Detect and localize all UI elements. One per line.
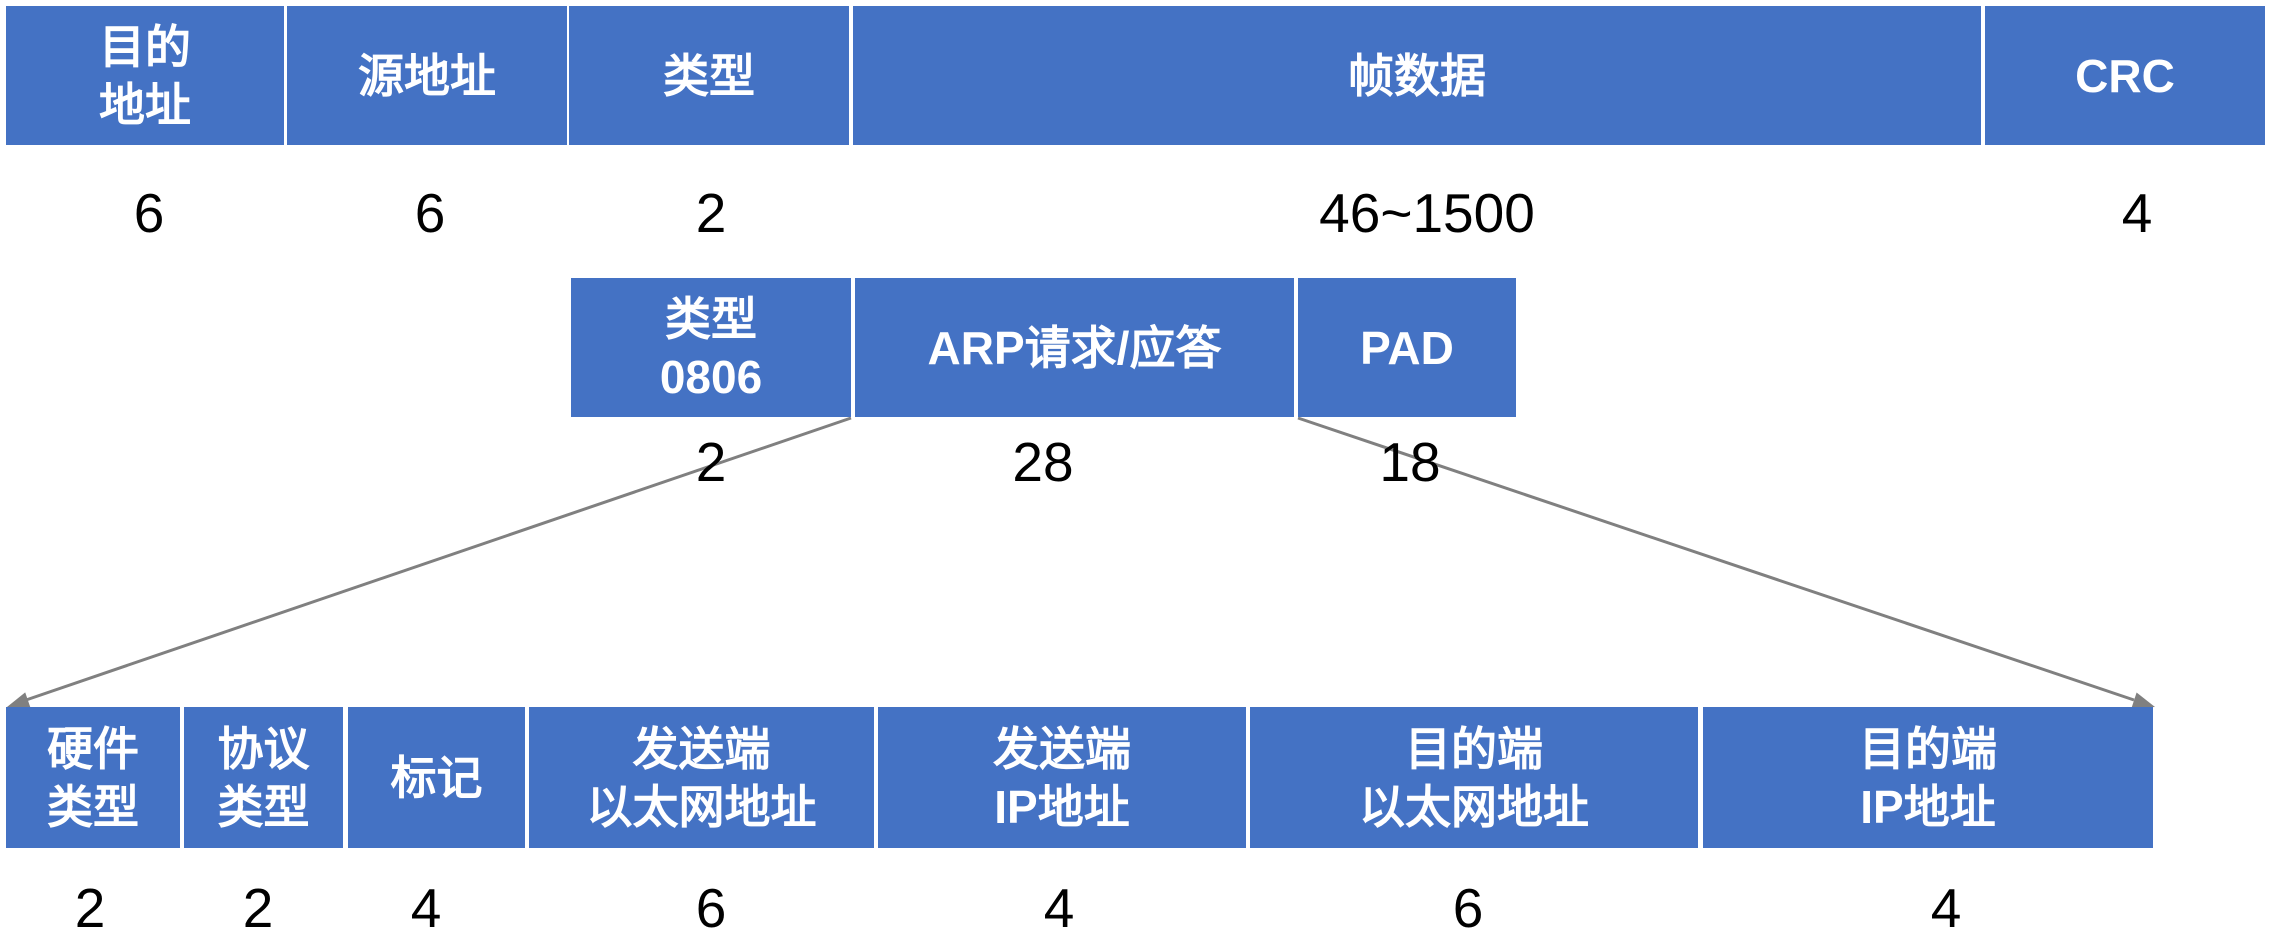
size-pad: 18 xyxy=(1379,431,1441,493)
size-destination-address: 6 xyxy=(133,182,165,244)
field-label-line: 硬件 xyxy=(47,722,139,775)
size-hardware-type: 2 xyxy=(74,877,106,939)
field-hardware-type: 硬件 类型 xyxy=(6,707,180,848)
field-label-line: 协议 xyxy=(217,722,310,775)
size-crc: 4 xyxy=(2121,182,2153,244)
size-flag: 4 xyxy=(410,877,442,939)
field-label-line: 地址 xyxy=(99,78,191,131)
field-sender-ip-address: 发送端 IP地址 xyxy=(878,707,1246,848)
field-protocol-type: 协议 类型 xyxy=(184,707,343,848)
field-label-line: PAD xyxy=(1360,321,1454,374)
field-pad: PAD xyxy=(1298,278,1516,417)
size-arp-request-reply: 28 xyxy=(1012,431,1074,493)
field-label-line: 帧数据 xyxy=(1348,49,1486,102)
field-label-line: 标记 xyxy=(390,751,483,804)
field-destination-address: 目的 地址 xyxy=(6,6,284,145)
field-arp-request-reply: ARP请求/应答 xyxy=(855,278,1294,417)
field-target-ethernet-address: 目的端 以太网地址 xyxy=(1250,707,1698,848)
field-label-line: 发送端 xyxy=(993,722,1131,775)
size-source-address: 6 xyxy=(414,182,446,244)
arrowhead-right-icon xyxy=(2131,692,2155,708)
field-label-line: 类型 xyxy=(663,49,755,102)
field-type: 类型 xyxy=(569,6,849,145)
field-label-line: 类型 xyxy=(217,780,310,833)
size-type-0806: 2 xyxy=(695,431,727,493)
size-type: 2 xyxy=(695,182,727,244)
size-target-ip-address: 4 xyxy=(1930,877,1962,939)
field-label-line: 以太网地址 xyxy=(586,780,817,833)
field-label-line: 0806 xyxy=(659,350,763,403)
field-label-line: IP地址 xyxy=(1860,780,1996,833)
field-label-line: 以太网地址 xyxy=(1359,780,1589,833)
field-type-0806: 类型 0806 xyxy=(571,278,851,417)
field-frame-data: 帧数据 xyxy=(853,6,1981,145)
size-target-ethernet-address: 6 xyxy=(1452,877,1484,939)
field-label-line: ARP请求/应答 xyxy=(927,321,1222,374)
field-flag: 标记 xyxy=(348,707,525,848)
field-crc: CRC xyxy=(1985,6,2265,145)
field-source-address: 源地址 xyxy=(287,6,567,145)
field-label-line: 发送端 xyxy=(632,722,771,775)
field-label-line: 类型 xyxy=(665,292,757,345)
field-label-line: 类型 xyxy=(47,780,139,833)
field-sender-ethernet-address: 发送端 以太网地址 xyxy=(529,707,874,848)
size-sender-ip-address: 4 xyxy=(1043,877,1075,939)
field-label-line: 目的端 xyxy=(1859,722,1997,775)
field-label-line: IP地址 xyxy=(994,780,1130,833)
field-label-line: 目的 xyxy=(99,20,191,73)
arrowhead-left-icon xyxy=(7,692,31,708)
field-target-ip-address: 目的端 IP地址 xyxy=(1703,707,2153,848)
size-sender-ethernet-address: 6 xyxy=(695,877,727,939)
field-label-line: 源地址 xyxy=(358,49,496,102)
size-frame-data: 46~1500 xyxy=(1319,182,1535,244)
field-label-line: CRC xyxy=(2075,49,2175,102)
size-protocol-type: 2 xyxy=(242,877,274,939)
field-label-line: 目的端 xyxy=(1405,722,1543,775)
